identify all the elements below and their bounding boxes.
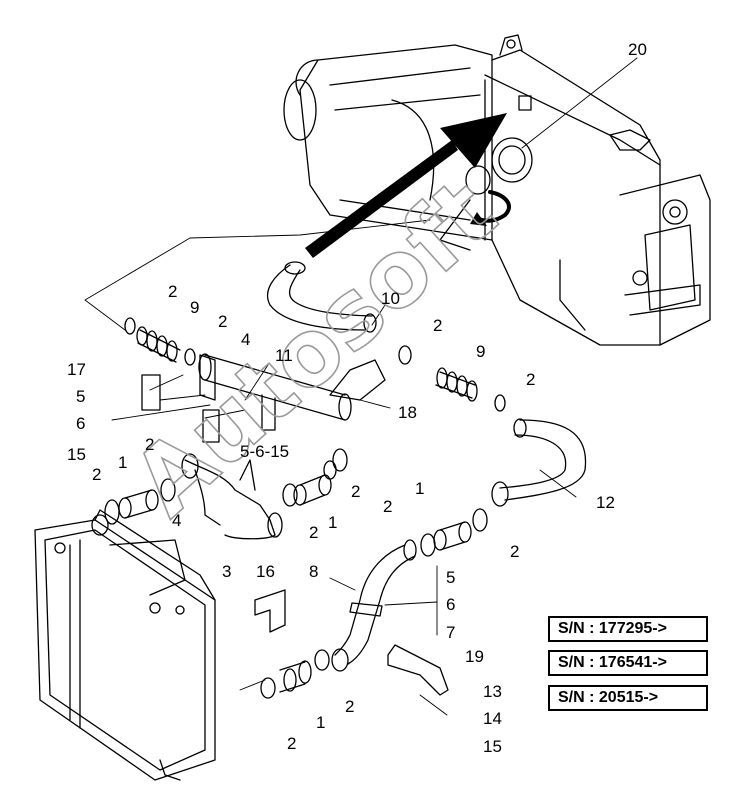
callout-9-left: 9 [190,298,199,317]
callout-8: 8 [309,562,318,581]
hose-12 [491,418,587,507]
elbow-4 [181,453,283,540]
engine-illustration [283,34,711,346]
sleeves-and-clamps-right [420,508,488,557]
bellows-9-left [124,317,196,366]
callout-16: 16 [256,562,275,581]
callout-15-right: 15 [483,737,502,756]
callout-2-j: 2 [510,542,519,561]
callout-1-d: 1 [316,713,325,732]
serial-number-label-3: S/N : 20515-> [548,685,708,711]
serial-number-label-1: S/N : 177295-> [548,616,708,642]
callout-3: 3 [222,562,231,581]
sleeves-and-clamps-mid [282,448,348,507]
callout-2-i: 2 [383,497,392,516]
callout-7: 7 [446,623,455,642]
callout-5-right: 5 [446,568,455,587]
callout-9-right: 9 [476,342,485,361]
radiator-3 [34,509,216,781]
callout-1-c: 1 [415,479,424,498]
callout-2-c: 2 [433,316,442,335]
sleeves-and-clamps-bottom [260,649,330,699]
callout-6-right: 6 [446,595,455,614]
pipe-8 [331,539,417,672]
callout-4-upper: 4 [241,330,250,349]
callout-2-e: 2 [92,465,101,484]
callout-20: 20 [628,40,647,59]
callout-10: 10 [381,289,400,308]
bracket-19 [387,644,449,696]
leader-lines [84,57,638,716]
callout-19: 19 [465,647,484,666]
sleeves-and-clamps-left [104,478,176,525]
callout-2-l: 2 [345,697,354,716]
bracket-small [202,409,220,443]
callout-1-b: 1 [328,513,337,532]
callout-18: 18 [398,403,417,422]
callouts: 20 10 11 12 18 17 5 6 15 2 9 2 4 2 9 2 2… [67,40,647,756]
callout-11: 11 [275,346,293,365]
callout-2-d: 2 [526,370,535,389]
bracket-16 [254,589,286,633]
callout-15-left: 15 [67,445,86,464]
callout-2-b: 2 [218,312,227,331]
callout-5-left: 5 [76,387,85,406]
callout-13: 13 [483,682,502,701]
callout-2-h: 2 [351,482,360,501]
flow-arrow-small [475,190,511,223]
callout-2-k: 2 [287,734,296,753]
callout-2-f: 2 [145,435,154,454]
callout-6-left: 6 [76,414,85,433]
callout-2-a: 2 [168,282,177,301]
flow-arrow-small-head [470,212,487,226]
callout-14: 14 [483,709,502,728]
callout-17: 17 [67,360,86,379]
callout-4-lower: 4 [172,511,181,530]
callout-1-a: 1 [118,453,127,472]
callout-2-g: 2 [309,523,318,542]
bracket-18 [329,359,386,401]
flow-arrow-large [305,113,507,258]
callout-12: 12 [596,493,615,512]
hose-10 [266,261,377,333]
serial-number-label-2: S/N : 176541-> [548,650,708,676]
pipe-11 [198,353,352,431]
bracket-17 [141,374,161,411]
bellows-9-right [398,345,506,412]
callout-5-6-15: 5-6-15 [240,442,289,461]
